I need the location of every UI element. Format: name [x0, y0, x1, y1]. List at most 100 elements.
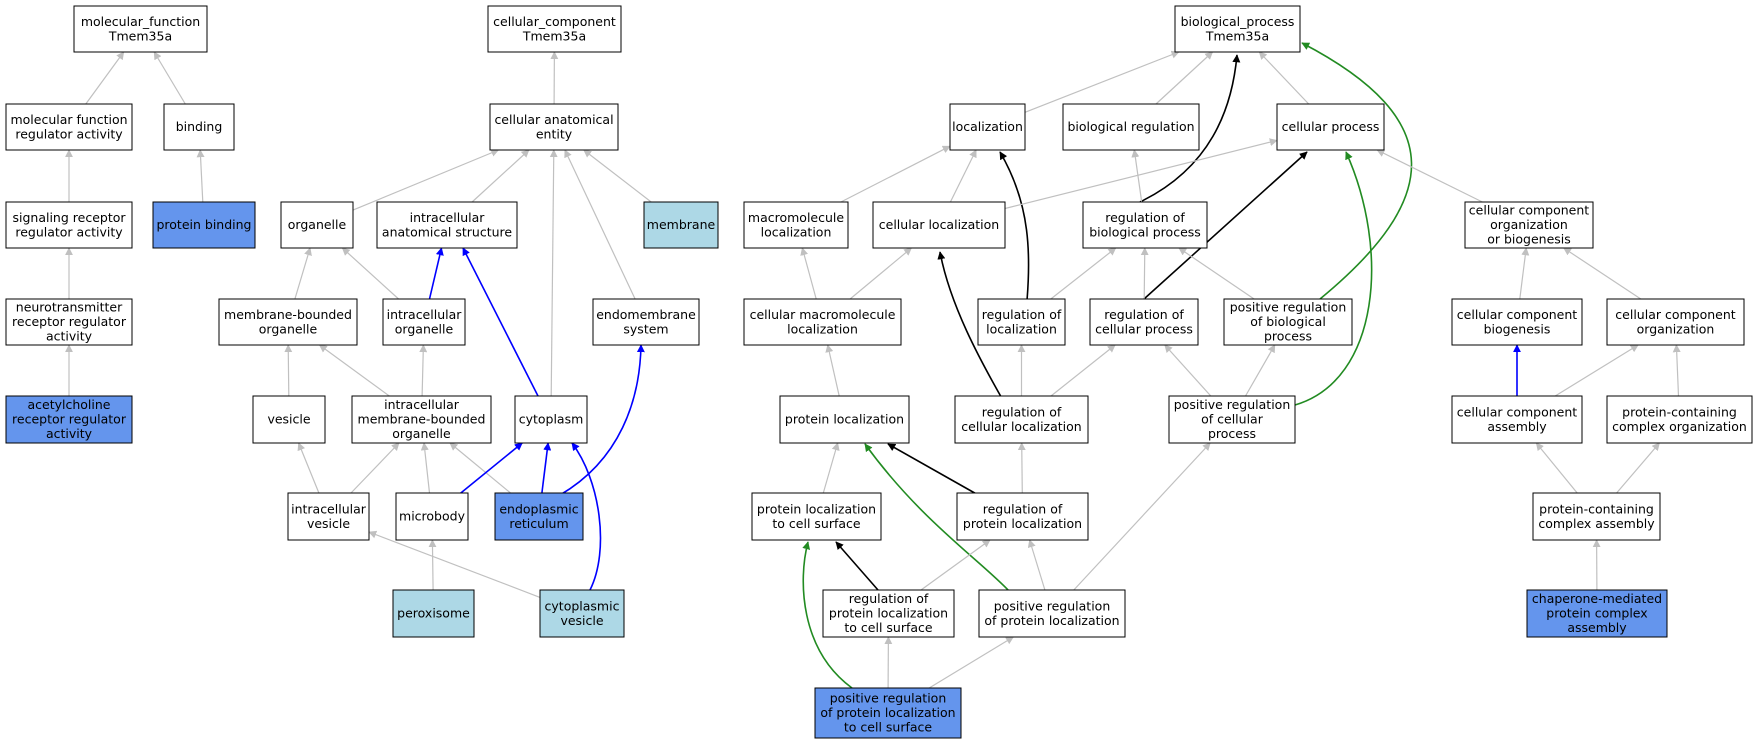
node-label-line: cellular localization	[879, 217, 999, 232]
node-label-line: molecular function	[10, 112, 127, 127]
go-term-node-peroxisome[interactable]: peroxisome	[392, 589, 475, 638]
node-label-line: or biogenesis	[1487, 232, 1571, 247]
go-term-node-loc[interactable]: localization	[949, 103, 1026, 151]
node-box	[1606, 298, 1745, 346]
edge-rol-to-rbp	[1050, 247, 1117, 300]
node-box	[5, 395, 133, 444]
go-term-node-cp[interactable]: cellular process	[1276, 103, 1385, 151]
node-box	[592, 298, 700, 346]
node-label-line: biological_process	[1181, 14, 1295, 29]
node-label-line: complex organization	[1612, 419, 1747, 434]
node-label-line: cellular component	[1469, 203, 1589, 218]
edge-rplcs-to-rpl	[920, 539, 991, 591]
node-label-line: activity	[46, 426, 93, 441]
node-label-line: positive regulation	[1230, 300, 1347, 315]
go-term-node-cytoplasm[interactable]: cytoplasm	[514, 395, 588, 444]
node-label-line: receptor regulator	[12, 412, 127, 427]
go-term-node-microbody[interactable]: microbody	[395, 492, 469, 541]
node-label-line: regulator activity	[15, 126, 123, 141]
edge-rpl-to-rcl	[1017, 442, 1026, 494]
node-label-line: cytoplasm	[519, 412, 584, 427]
node-box	[743, 298, 902, 346]
node-label-line: positive regulation	[1174, 397, 1291, 412]
edge-layer	[65, 42, 1681, 689]
go-term-node-vesicle[interactable]: vesicle	[252, 395, 326, 444]
node-box	[1174, 5, 1301, 53]
edge-es-to-cae	[564, 149, 636, 300]
edge-peroxisome-to-microbody	[428, 539, 437, 591]
node-box	[1168, 395, 1296, 444]
node-box	[392, 589, 475, 638]
go-term-node-pb[interactable]: protein binding	[152, 201, 256, 249]
go-term-node-br[interactable]: biological regulation	[1062, 103, 1200, 151]
node-label-line: endomembrane	[596, 307, 696, 322]
edge-prpl-to-prcp	[1073, 442, 1211, 591]
node-box	[382, 298, 466, 346]
node-label-line: of biological	[1250, 314, 1326, 329]
node-box	[1526, 589, 1668, 638]
node-box	[487, 5, 622, 53]
node-label-line: organization	[1637, 321, 1715, 336]
edge-organelle-to-cae	[352, 149, 500, 211]
go-term-node-cl[interactable]: cellular localization	[872, 201, 1006, 249]
edge-cytoplasm-to-ias	[462, 247, 539, 397]
node-label-line: Tmem35a	[522, 28, 586, 43]
edge-prplcs-to-prpl	[928, 636, 1014, 689]
go-term-node-organelle[interactable]: organelle	[280, 201, 354, 249]
node-box	[351, 395, 492, 444]
node-box	[822, 589, 955, 638]
node-label-line: localization	[952, 119, 1023, 134]
go-term-node-membrane[interactable]: membrane	[643, 201, 719, 249]
edge-br-to-bp	[1155, 51, 1214, 105]
edge-loc-to-bp	[1024, 50, 1180, 113]
node-label-line: receptor regulator	[12, 314, 127, 329]
edge-prpl-to-pl	[864, 443, 1011, 593]
edge-er-to-imbo	[449, 442, 511, 494]
edge-cl-to-loc	[949, 149, 977, 203]
go-term-node-pl[interactable]: protein localization	[779, 395, 910, 444]
node-box	[643, 201, 719, 249]
node-label-line: entity	[536, 126, 573, 141]
go-term-node-binding[interactable]: binding	[163, 103, 235, 151]
node-label-line: neurotransmitter	[16, 300, 123, 315]
node-box	[152, 201, 256, 249]
edge-prcp-to-rcp	[1164, 344, 1212, 397]
